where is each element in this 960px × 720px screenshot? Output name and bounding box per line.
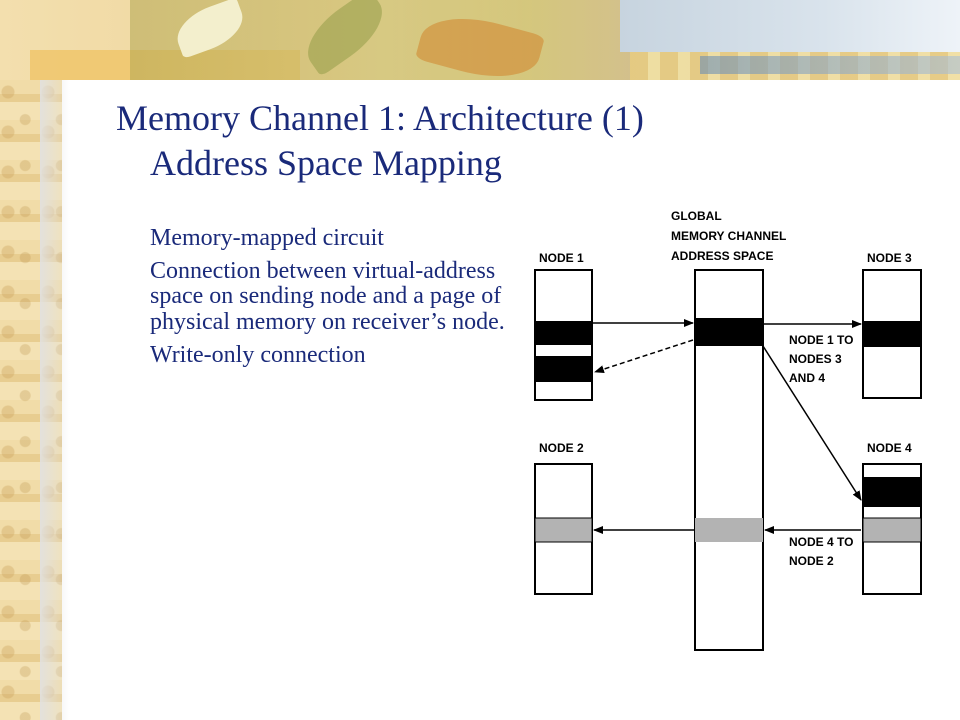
bullet-item: Write-only connection — [150, 341, 366, 368]
annotation-node1-line2: NODES 3 — [789, 352, 842, 366]
global-label-line2: MEMORY CHANNEL — [671, 229, 786, 243]
global-label-line1: GLOBAL — [671, 209, 722, 223]
global-page-node1 — [695, 318, 763, 346]
node1-box — [534, 269, 593, 401]
node4-page-received — [863, 477, 921, 507]
top-decorative-banner — [0, 0, 960, 80]
node2-box — [534, 463, 593, 595]
annotation-node4-line1: NODE 4 TO — [789, 535, 853, 549]
banner-strip-blue — [700, 56, 960, 74]
global-address-space-column — [694, 269, 764, 651]
node3-page — [863, 321, 921, 347]
address-mapping-diagram: GLOBAL MEMORY CHANNEL ADDRESS SPACE NODE… — [534, 209, 922, 651]
node3-box — [862, 269, 922, 399]
bullet-list: Memory-mapped circuit Connection between… — [150, 225, 510, 376]
bullet-item: Connection between virtual-address space… — [150, 258, 505, 335]
node3-label: NODE 3 — [867, 251, 912, 265]
annotation-node4-line2: NODE 2 — [789, 554, 834, 568]
node1-page-mapped — [535, 321, 592, 345]
slide-subtitle: Address Space Mapping — [150, 143, 502, 183]
annotation-node1-line1: NODE 1 TO — [789, 333, 853, 347]
annotation-node1-line3: AND 4 — [789, 371, 825, 385]
arrow-global-to-node4 — [762, 345, 862, 501]
node2-page — [534, 517, 593, 543]
global-label-line3: ADDRESS SPACE — [671, 249, 773, 263]
banner-block-blue — [620, 0, 960, 52]
arrow-global-to-node1 — [594, 339, 694, 374]
node4-page-mapped — [862, 517, 922, 543]
node1-label: NODE 1 — [539, 251, 584, 265]
node2-label: NODE 2 — [539, 441, 584, 455]
slide-title: Memory Channel 1: Architecture (1) — [116, 98, 644, 138]
bullet-item: Memory-mapped circuit — [150, 225, 384, 251]
node1-page-received — [535, 356, 592, 382]
left-shadow — [40, 80, 70, 720]
global-page-node4 — [695, 518, 763, 542]
node4-label: NODE 4 — [867, 441, 912, 455]
node4-box — [862, 463, 922, 595]
